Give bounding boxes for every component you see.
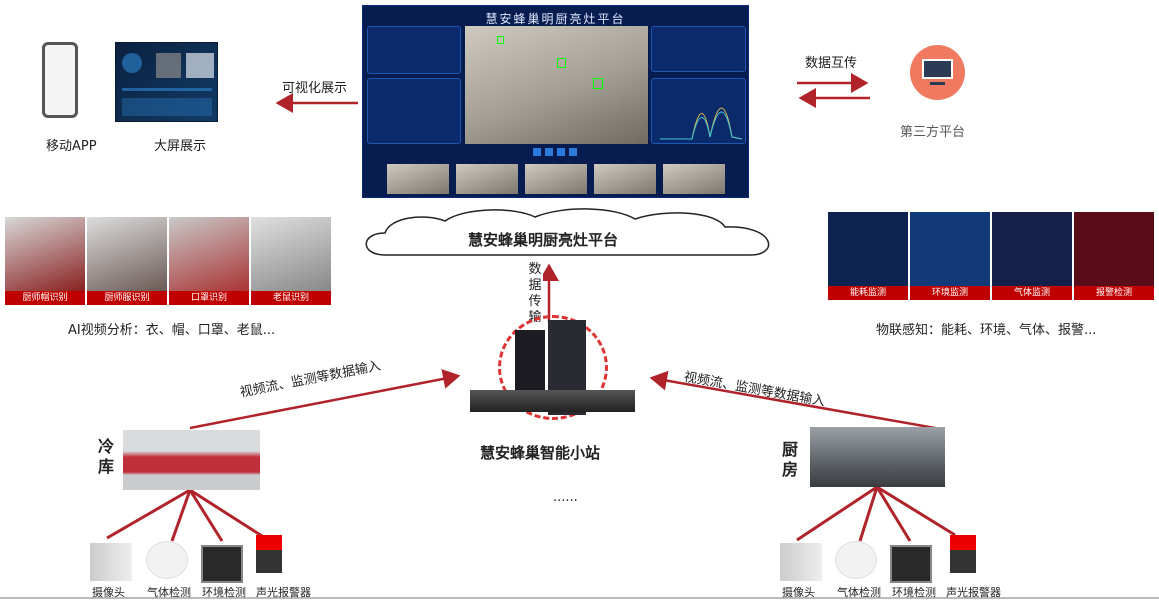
camera-icon xyxy=(90,543,132,581)
iot-image-caption: 环境监测 xyxy=(910,286,990,300)
iot-image: 报警检测 xyxy=(1074,212,1154,300)
sensor-label: 气体检测 xyxy=(147,586,191,599)
more-ellipsis: ...... xyxy=(553,490,578,505)
sensor-label: 摄像头 xyxy=(92,586,125,599)
monitor-icon xyxy=(910,45,965,100)
transfer-char: 传 xyxy=(528,294,542,309)
transfer-char: 数 xyxy=(528,262,542,277)
environment-display-icon xyxy=(201,545,243,583)
environment-display-icon xyxy=(890,545,932,583)
kitchen-char: 厨 xyxy=(782,440,799,459)
cloud-shape xyxy=(365,208,770,256)
ai-image: 口罩识别 xyxy=(169,217,249,305)
sensor-label: 气体检测 xyxy=(837,586,881,599)
big-screen-label: 大屏展示 xyxy=(154,139,207,154)
cloud-platform-label: 慧安蜂巢明厨亮灶平台 xyxy=(468,231,619,249)
cold-storage-image xyxy=(123,430,260,490)
alarm-icon xyxy=(950,535,976,573)
camera-feed xyxy=(465,26,648,144)
third-party-label: 第三方平台 xyxy=(900,125,966,140)
ai-image: 厨师服识别 xyxy=(87,217,167,305)
iot-image: 能耗监测 xyxy=(828,212,908,300)
server-rack-image xyxy=(470,315,635,420)
arrow-left-input xyxy=(189,369,461,430)
kitchen-image xyxy=(810,427,945,487)
ai-image-strip: 厨师帽识别 厨师服识别 口罩识别 老鼠识别 xyxy=(5,217,331,305)
gas-detector-icon xyxy=(146,541,188,579)
ai-image-caption: 口罩识别 xyxy=(169,291,249,305)
sensor-label: 声光报警器 xyxy=(946,586,1001,599)
sensor-label: 声光报警器 xyxy=(256,586,311,599)
alarm-icon xyxy=(256,535,282,573)
sensor-label: 环境检测 xyxy=(202,586,246,599)
ai-image-caption: 厨师帽识别 xyxy=(5,291,85,305)
sensor-label: 环境检测 xyxy=(892,586,936,599)
arrow-right-input xyxy=(649,370,936,430)
dashboard-screenshot: 慧安蜂巢明厨亮灶平台 xyxy=(362,5,749,198)
gas-detector-icon xyxy=(835,541,877,579)
mobile-phone-icon xyxy=(42,42,78,118)
camera-icon xyxy=(780,543,822,581)
big-screen-image xyxy=(115,42,218,122)
iot-image-caption: 报警检测 xyxy=(1074,286,1154,300)
ai-analysis-caption: AI视频分析：衣、帽、口罩、老鼠... xyxy=(68,323,276,338)
kitchen-label: 厨 房 xyxy=(782,440,798,480)
visualize-label: 可视化展示 xyxy=(282,81,348,96)
iot-image-caption: 能耗监测 xyxy=(828,286,908,300)
mobile-app-label: 移动APP xyxy=(46,139,97,154)
iot-image: 气体监测 xyxy=(992,212,1072,300)
iot-image: 环境监测 xyxy=(910,212,990,300)
iot-image-strip: 能耗监测 环境监测 气体监测 报警检测 xyxy=(828,212,1154,300)
kitchen-char: 房 xyxy=(782,460,799,479)
iot-caption: 物联感知：能耗、环境、气体、报警... xyxy=(876,323,1097,338)
ai-image: 厨师帽识别 xyxy=(5,217,85,305)
cold-storage-char: 库 xyxy=(98,457,115,476)
ai-image-caption: 老鼠识别 xyxy=(251,291,331,305)
dashboard-title: 慧安蜂巢明厨亮灶平台 xyxy=(485,12,626,26)
ai-image: 老鼠识别 xyxy=(251,217,331,305)
transfer-char: 据 xyxy=(528,278,542,293)
iot-image-caption: 气体监测 xyxy=(992,286,1072,300)
sensor-label: 摄像头 xyxy=(782,586,815,599)
station-label: 慧安蜂巢智能小站 xyxy=(480,444,601,462)
cold-storage-label: 冷 库 xyxy=(98,437,114,477)
ai-image-caption: 厨师服识别 xyxy=(87,291,167,305)
cold-storage-char: 冷 xyxy=(98,437,115,456)
data-exchange-label: 数据互传 xyxy=(805,56,858,71)
